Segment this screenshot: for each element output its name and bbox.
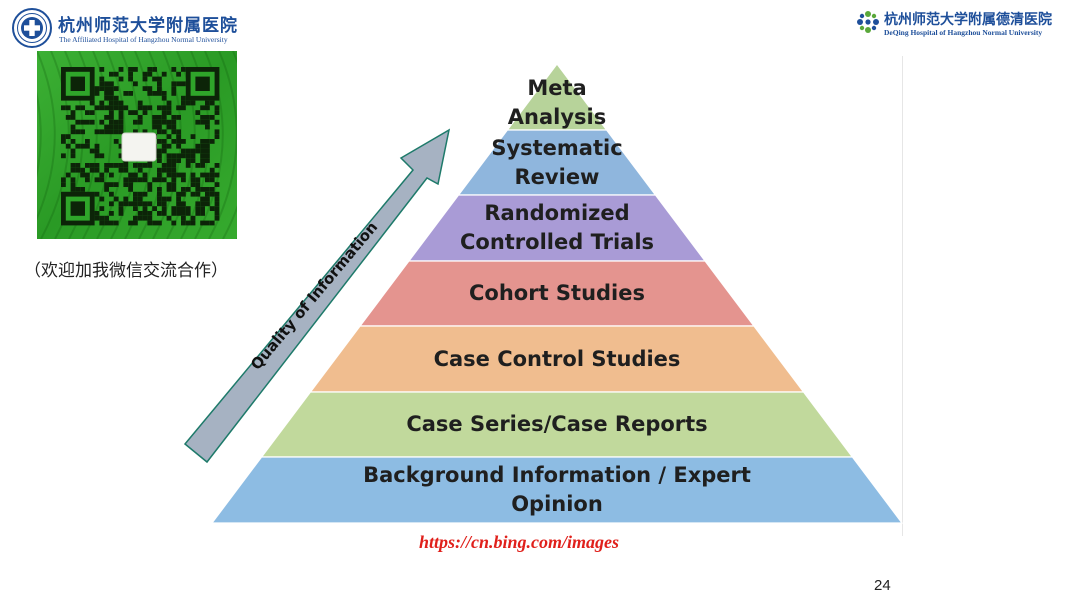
pyramid-tier-label: Case Control Studies — [433, 346, 681, 371]
image-source-link[interactable]: https://cn.bing.com/images — [419, 532, 620, 552]
page-number: 24 — [874, 577, 891, 594]
deqing-hospital-name-cn: 杭州师范大学附属德清医院 — [884, 12, 1052, 28]
pyramid-tier-label: Systematic Review — [491, 135, 623, 189]
pyramid-tier-label: Meta Analysis — [507, 76, 607, 129]
pyramid-tier-label: Case Series/Case Reports — [406, 412, 708, 436]
hospital-name-en: The Affiliated Hospital of Hangzhou Norm… — [59, 35, 228, 44]
pyramid-tier-label: Cohort Studies — [468, 281, 646, 305]
pyramid-tier-label: Randomized Controlled Trials — [459, 201, 655, 254]
pinwheel-logo-icon — [857, 11, 879, 33]
hospital-cross-emblem-icon — [12, 8, 52, 48]
deqing-hospital-name-en: DeQing Hospital of Hangzhou Normal Unive… — [884, 28, 1043, 37]
divider-line — [902, 56, 903, 536]
hospital-name-cn: 杭州师范大学附属医院 — [58, 16, 238, 36]
pyramid-tier-7 — [210, 456, 904, 524]
wechat-qr-code-image — [37, 51, 237, 239]
pyramid-tier-label: Background Information / Expert Opinion — [363, 463, 751, 516]
qr-code-icon — [37, 51, 237, 239]
hospital-logo-left: 杭州师范大学附属医院 The Affiliated Hospital of Ha… — [12, 8, 272, 48]
qr-caption: （欢迎加我微信交流合作） — [24, 261, 228, 281]
hospital-logo-right: 杭州师范大学附属德清医院 DeQing Hospital of Hangzhou… — [856, 8, 1066, 44]
